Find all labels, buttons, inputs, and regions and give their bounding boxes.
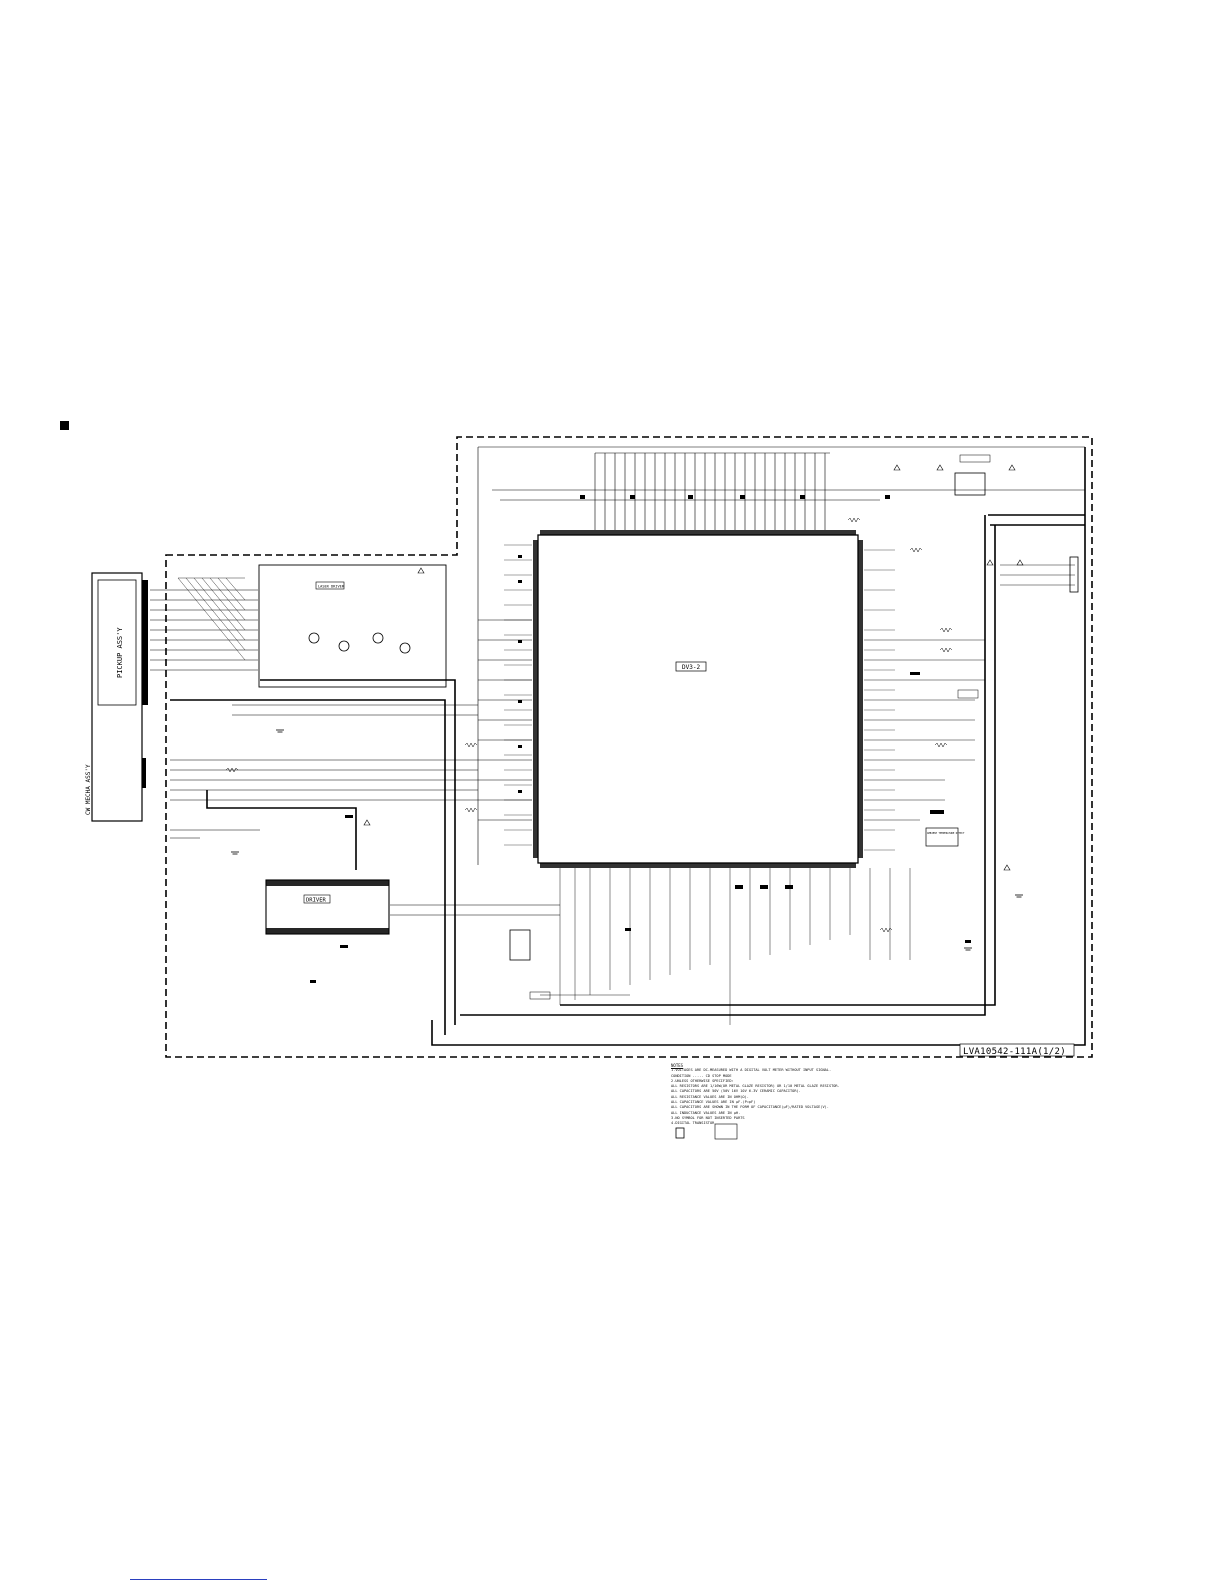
notes-line: ALL INDUCTANCE VALUES ARE IN μH.: [671, 1110, 741, 1115]
notes-line: ALL CAPACITANCE VALUES ARE IN μF.(P=pF): [671, 1100, 756, 1105]
laser-driver-label: LASER DRIVER: [318, 585, 345, 589]
notes-line: 1.VOLTAGES ARE DC-MEASURED WITH A DIGITA…: [671, 1068, 832, 1073]
mecha-label: CW MECHA ASS'Y: [85, 764, 92, 815]
notes-line: ALL CAPACITORS ARE 50V (50V 16V 10V 6.3V…: [671, 1089, 801, 1094]
notes-line: 4.DIGITAL TRANSISTOR: [671, 1121, 715, 1126]
eeprom-ic: [954, 472, 986, 496]
part-number: LVA10542-111A(1/2): [963, 1047, 1066, 1057]
driver-ic: [265, 879, 390, 935]
notes-line: ALL RESISTANCE VALUES ARE IN OHM(Ω).: [671, 1094, 749, 1099]
notes-line: 2.UNLESS OTHERWISE SPECIFIED:: [671, 1078, 734, 1083]
right-connector: [1069, 556, 1079, 593]
pickup-connector-block: PICKUP ASS'Y CW MECHA ASS'Y: [85, 572, 148, 822]
driver-ic-label: DRIVER: [306, 898, 327, 904]
notes-line: 3.NO SYMBOL FOR NOT INSERTED PARTS: [671, 1115, 745, 1120]
main-ic: [537, 534, 859, 864]
small-ic-1: [509, 929, 531, 961]
laser-transistors: [308, 632, 411, 654]
pickup-label: PICKUP ASS'Y: [116, 627, 124, 678]
board-outline: [165, 436, 1093, 1058]
ambient-box: [925, 827, 959, 847]
notes-line: ALL CAPACITORS ARE SHOWN IN THE FORM OF …: [671, 1105, 829, 1110]
notes-title: NOTES: [671, 1063, 684, 1068]
ambient-label: AMBIENT TEMPERATURE DETECT: [927, 832, 965, 835]
notes-line: ALL RESISTORS ARE 1/16W(OR METAL GLAZE R…: [671, 1084, 840, 1089]
section-marker: [60, 421, 69, 430]
notes-line: CONDITION ..... CD STOP MODE: [671, 1073, 732, 1078]
main-ic-label: DV3-2: [682, 664, 700, 671]
notes-block: NOTES 1.VOLTAGES ARE DC-MEASURED WITH A …: [671, 1063, 871, 1127]
laser-driver-box: [258, 564, 447, 688]
footer-link-underline[interactable]: [130, 1579, 267, 1580]
